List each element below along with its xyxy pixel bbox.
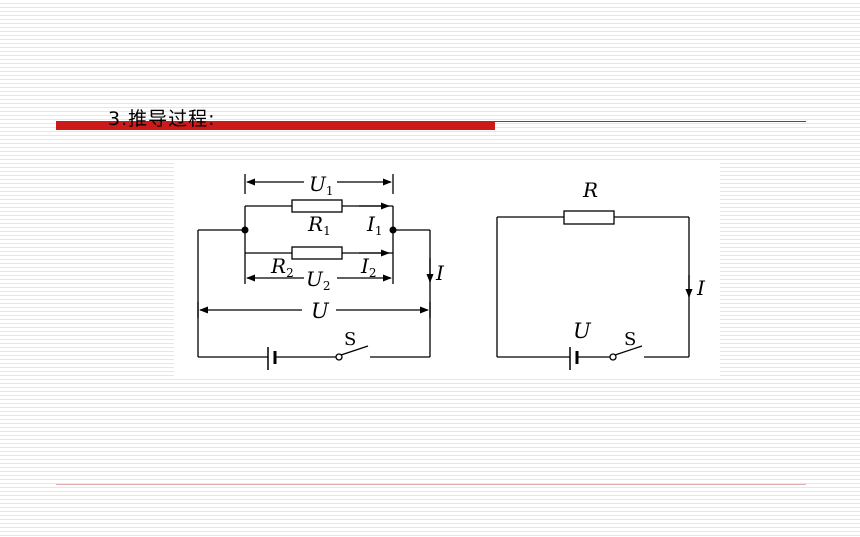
series-circuit — [496, 210, 693, 370]
r1-label: R1 — [307, 212, 331, 238]
heading-underline-thick — [56, 121, 495, 130]
i1-label: I1 — [366, 212, 383, 238]
parallel-circuit — [197, 174, 434, 370]
switch-pivot — [335, 353, 343, 361]
main-current-label: I — [435, 261, 445, 285]
series-voltage-label: U — [573, 319, 592, 343]
resistor-r2 — [291, 246, 343, 260]
switch-label-left: S — [344, 329, 356, 350]
total-voltage-label: U — [311, 299, 330, 323]
resistor-r — [563, 210, 615, 225]
r2-label: R2 — [270, 254, 294, 280]
u1-label: U1 — [309, 172, 334, 198]
footer-divider — [56, 484, 806, 485]
circuit-figure: U1 R1 I1 R2 I2 U2 I U S R I U S — [174, 160, 720, 378]
junction-right — [389, 226, 397, 234]
i2-label: I2 — [360, 254, 377, 280]
heading-underline-thin — [495, 121, 806, 122]
slide-heading: 3.推导过程: — [108, 108, 216, 130]
series-switch-label: S — [624, 329, 636, 350]
u2-label: U2 — [306, 267, 331, 293]
resistor-r1 — [291, 199, 343, 213]
switch-blade — [340, 345, 369, 356]
junction-left — [241, 226, 249, 234]
series-resistor-label: R — [582, 178, 598, 202]
circuit-diagram: U1 R1 I1 R2 I2 U2 I U S R I U S — [197, 172, 706, 370]
series-current-label: I — [696, 276, 706, 300]
series-switch-blade — [614, 345, 643, 356]
series-switch-pivot — [609, 353, 617, 361]
